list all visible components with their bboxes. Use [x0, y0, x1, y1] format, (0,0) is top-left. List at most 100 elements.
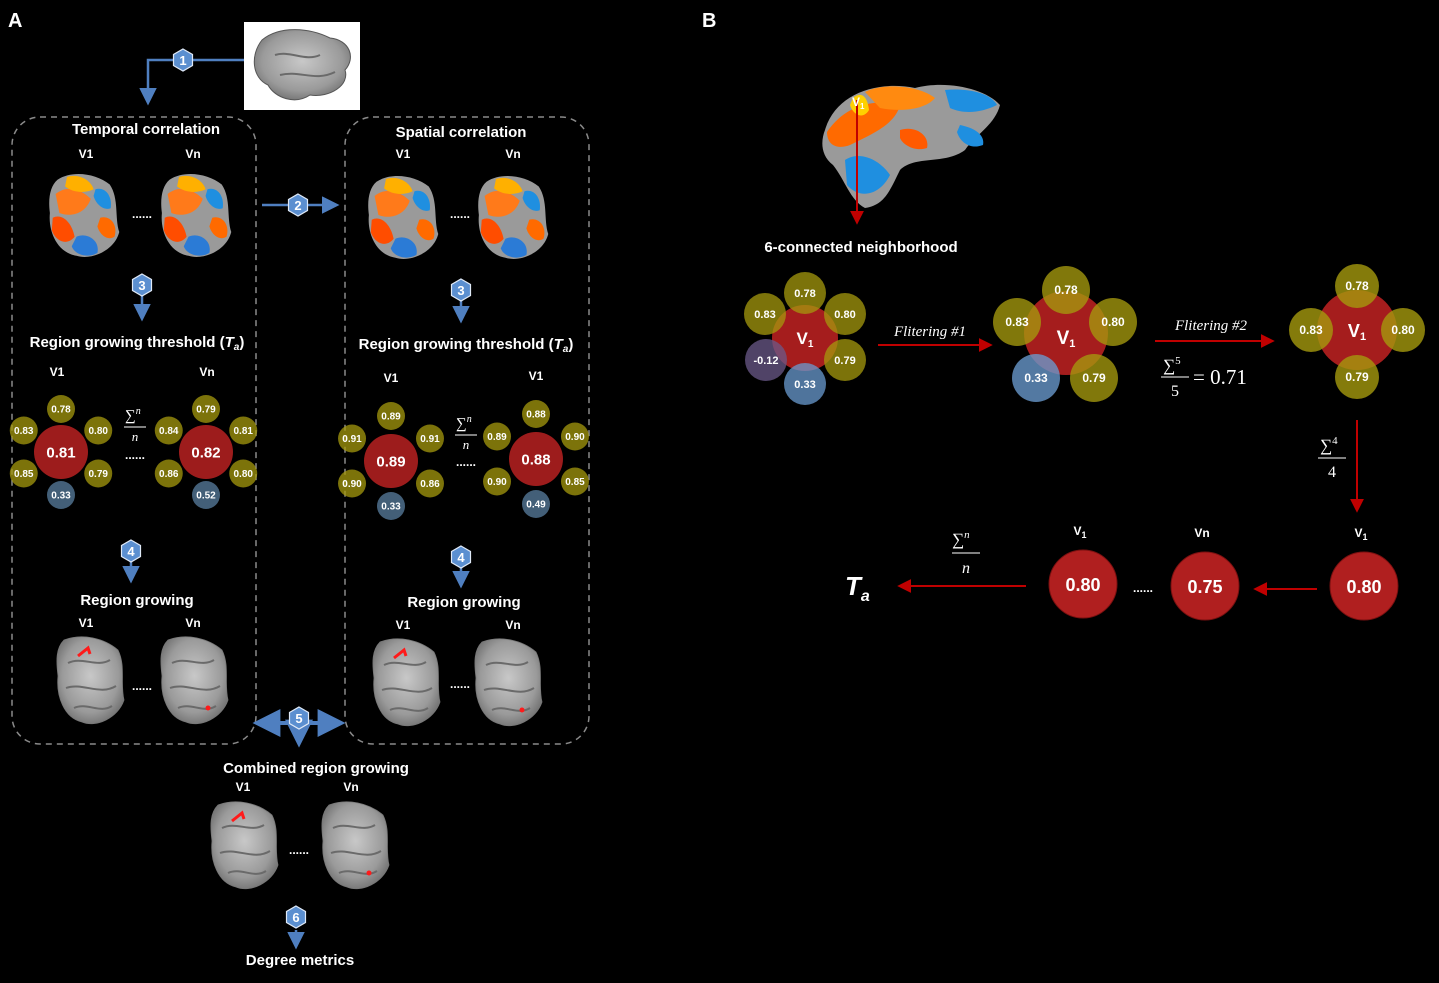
svg-text:0.78: 0.78: [794, 288, 815, 300]
spatial-rg-brain-v1: [372, 638, 441, 727]
step-6-badge: 6: [285, 905, 307, 929]
svg-text:3: 3: [457, 283, 464, 298]
step-2-badge: 2: [287, 193, 309, 217]
svg-text:3: 3: [138, 278, 145, 293]
svg-text:0.81: 0.81: [46, 444, 75, 461]
neighbor-ur: [824, 293, 866, 335]
svg-text:0.90: 0.90: [565, 432, 585, 443]
svg-text:∑4: ∑4: [1320, 435, 1338, 455]
svg-text:V1: V1: [1354, 526, 1367, 542]
svg-text:= 0.71: = 0.71: [1193, 365, 1247, 389]
step-3-badge: 3: [131, 273, 153, 297]
svg-text:V1: V1: [1057, 328, 1076, 350]
neighbor-top: [47, 395, 75, 423]
neighbor-top: [1335, 264, 1379, 308]
spatial-v1-label: V1: [396, 147, 411, 161]
filtering-1-label: Flitering #1: [893, 324, 966, 340]
svg-text:0.79: 0.79: [1082, 371, 1106, 385]
svg-text:0.79: 0.79: [196, 405, 216, 416]
svg-text:0.80: 0.80: [234, 469, 254, 480]
combined-brain-vn: [321, 801, 390, 890]
neighbor-ll: [745, 339, 787, 381]
svg-text:0.89: 0.89: [487, 432, 507, 443]
temporal-flower1-label: V1: [50, 365, 65, 379]
svg-text:n: n: [463, 437, 470, 452]
svg-text:n: n: [132, 429, 139, 444]
svg-text:0.88: 0.88: [521, 451, 550, 468]
results-dots: ......: [1133, 581, 1153, 595]
neighbor-ll: [154, 459, 183, 488]
svg-text:0.78: 0.78: [1054, 283, 1078, 297]
neighbor-lr: [1070, 354, 1118, 402]
svg-text:0.80: 0.80: [1391, 323, 1415, 337]
temporal-v1-label: V1: [79, 147, 94, 161]
step-5-badge: 5: [288, 706, 310, 730]
neighbor-top: [522, 400, 550, 428]
spatial-correlation-title: Spatial correlation: [396, 124, 527, 141]
temporal-vn-label: Vn: [185, 147, 200, 161]
svg-text:0.80: 0.80: [1101, 315, 1125, 329]
neighbor-lr: [415, 469, 444, 498]
svg-text:0.84: 0.84: [159, 426, 179, 437]
temporal-dots: ......: [132, 207, 152, 221]
spatial-rg-brain-vn: [474, 638, 543, 727]
spatial-brain-v1: [368, 176, 439, 259]
sumn-formula: ∑n n: [952, 529, 980, 577]
neighbor-left: [1289, 308, 1333, 352]
neighbor-ur: [560, 422, 589, 451]
neighbor-ul: [338, 424, 367, 453]
combined-dots: ......: [289, 843, 309, 857]
svg-text:0.80: 0.80: [89, 426, 109, 437]
filtering-2-label: Flitering #2: [1174, 318, 1248, 334]
svg-text:0.80: 0.80: [834, 309, 855, 321]
neighbor-ur: [84, 416, 113, 445]
svg-text:0.83: 0.83: [1005, 315, 1029, 329]
neighbor-lr: [229, 459, 258, 488]
v1-seed-label: V1: [852, 95, 865, 111]
filtering-2-connector: Flitering #2: [1155, 318, 1275, 348]
svg-text:1: 1: [179, 53, 186, 68]
spatial-region-growing-title: Region growing: [407, 594, 520, 611]
temporal-correlation-title: Temporal correlation: [72, 121, 220, 138]
svg-text:0.83: 0.83: [1299, 323, 1323, 337]
temporal-rg-brain-v1: [56, 636, 125, 725]
svg-text:0.86: 0.86: [159, 469, 179, 480]
neighbor-top: [784, 272, 826, 314]
temporal-average-formula: ∑n n ......: [124, 406, 146, 462]
combined-v1-label: V1: [236, 780, 251, 794]
spatial-flower1-label: V1: [384, 371, 399, 385]
spatial-rg-dots: ......: [450, 677, 470, 691]
step1-connector: [139, 58, 244, 106]
brain-surface-top: [244, 22, 360, 110]
svg-text:0.82: 0.82: [191, 444, 220, 461]
svg-text:∑n: ∑n: [456, 414, 472, 432]
sum5-formula: ∑5 5 = 0.71: [1161, 355, 1247, 400]
spatial-flower2-label: V1: [529, 369, 544, 383]
degree-metrics-title: Degree metrics: [246, 952, 354, 969]
svg-text:V1: V1: [797, 329, 814, 350]
neighbor-ll: [1012, 354, 1060, 402]
neighbor-bottom: [522, 490, 550, 518]
svg-text:0.91: 0.91: [342, 434, 362, 445]
svg-text:6: 6: [292, 910, 299, 925]
svg-text:0.89: 0.89: [381, 412, 401, 423]
temporal-brain-vn: [161, 174, 232, 257]
svg-text:0.49: 0.49: [526, 500, 546, 511]
svg-text:4: 4: [457, 550, 465, 565]
svg-text:0.80: 0.80: [1065, 575, 1100, 595]
neighbor-lr: [824, 339, 866, 381]
svg-text:∑n: ∑n: [952, 529, 970, 549]
temporal-region-growing-title: Region growing: [80, 592, 193, 609]
neighbor-top: [192, 395, 220, 423]
svg-text:0.90: 0.90: [487, 477, 507, 488]
svg-text:0.85: 0.85: [565, 477, 585, 488]
step-3-badge: 3: [450, 278, 472, 302]
neighbor-top: [377, 402, 405, 430]
brain-surface-panel-b: [822, 84, 1000, 208]
neighbor-bottom: [192, 481, 220, 509]
